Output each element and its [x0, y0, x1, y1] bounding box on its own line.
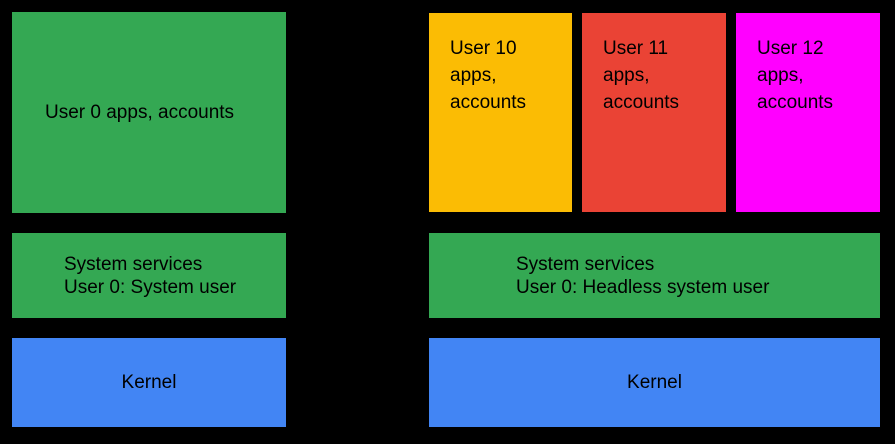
user0-apps-label: User 0 apps, accounts — [45, 101, 235, 123]
user12-apps-label: User 12 apps, accounts — [757, 38, 834, 113]
right-kernel-label: Kernel — [627, 371, 682, 393]
user11-apps-box: User 11 apps, accounts — [582, 13, 726, 212]
user0-apps-box: User 0 apps, accounts — [12, 12, 286, 213]
user11-apps-label: User 11 apps, accounts — [603, 38, 680, 113]
right-system-services-box: System services User 0: Headless system … — [429, 233, 880, 318]
left-kernel-box: Kernel — [12, 338, 286, 427]
user12-apps-box: User 12 apps, accounts — [736, 13, 880, 212]
left-system-services-label: System services User 0: System user — [64, 253, 237, 298]
user10-apps-label: User 10 apps, accounts — [450, 38, 527, 113]
left-system-services-box: System services User 0: System user — [12, 233, 286, 318]
left-kernel-label: Kernel — [121, 371, 177, 393]
right-system-services-label: System services User 0: Headless system … — [516, 253, 770, 298]
right-kernel-box: Kernel — [429, 338, 880, 427]
user10-apps-box: User 10 apps, accounts — [429, 13, 572, 212]
